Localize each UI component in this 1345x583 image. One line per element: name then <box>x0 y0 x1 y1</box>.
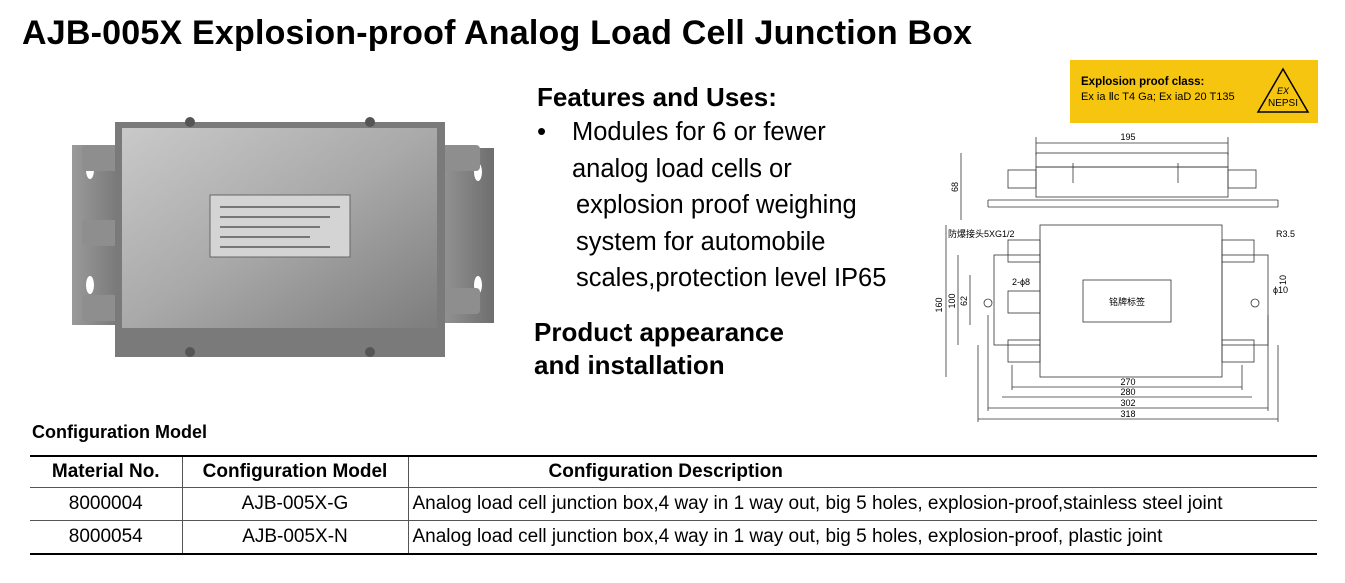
model-cell: AJB-005X-N <box>181 520 409 555</box>
config-heading: Configuration Model <box>32 422 207 442</box>
explosion-class-title: Explosion proof class: <box>1081 76 1205 88</box>
svg-text:270: 270 <box>1120 377 1135 387</box>
product-photo <box>72 117 494 357</box>
material-no-cell: 8000054 <box>30 520 183 555</box>
svg-text:NEPSI: NEPSI <box>1268 98 1298 109</box>
svg-text:160: 160 <box>934 297 944 312</box>
svg-text:铭牌标签: 铭牌标签 <box>1109 296 1145 307</box>
svg-text:R3.5: R3.5 <box>1276 229 1295 239</box>
svg-text:68: 68 <box>950 182 960 192</box>
svg-text:ϕ10: ϕ10 <box>1273 285 1288 295</box>
page-title: AJB-005X Explosion-proof Analog Load Cel… <box>22 14 973 52</box>
svg-text:302: 302 <box>1120 398 1135 408</box>
material-no-cell: 8000004 <box>30 487 183 521</box>
features-text: Modules for 6 or fewer analog load cells… <box>572 114 932 297</box>
features-heading: Features and Uses: <box>537 82 777 112</box>
table-row: 8000004 AJB-005X-G Analog load cell junc… <box>30 487 1317 521</box>
column-header: Material No. <box>30 455 183 488</box>
explosion-class-detail: Ex ia Ⅱc T4 Ga; Ex iaD 20 T135 <box>1081 91 1235 103</box>
svg-text:280: 280 <box>1120 387 1135 397</box>
feature-line: scales,protection level IP65 <box>576 264 887 292</box>
svg-text:10: 10 <box>1278 275 1288 285</box>
config-table: Material No. Configuration Model Configu… <box>30 455 1317 555</box>
appearance-line: Product appearance <box>534 317 784 347</box>
feature-line: Modules for 6 or fewer <box>572 118 826 146</box>
dimension-drawing: 195 68 铭牌标签 防爆接头5XG1/2 R3.5 2-ϕ8 10 ϕ10 … <box>934 132 1295 422</box>
appearance-line: and installation <box>534 350 725 380</box>
appearance-heading: Product appearance and installation <box>534 316 854 382</box>
svg-text:2-ϕ8: 2-ϕ8 <box>1012 277 1030 287</box>
model-cell: AJB-005X-G <box>181 487 409 521</box>
table-header-row: Material No. Configuration Model Configu… <box>30 455 1317 488</box>
feature-line: system for automobile <box>576 227 826 256</box>
description-cell: Analog load cell junction box,4 way in 1… <box>407 520 1317 555</box>
svg-text:318: 318 <box>1120 409 1135 419</box>
svg-text:195: 195 <box>1120 132 1135 142</box>
nepsi-logo: EX NEPSI <box>1256 67 1310 113</box>
column-header: Configuration Model <box>181 455 409 488</box>
table-row: 8000054 AJB-005X-N Analog load cell junc… <box>30 520 1317 555</box>
svg-text:EX: EX <box>1277 86 1290 96</box>
column-header: Configuration Description <box>407 455 1317 488</box>
svg-text:100: 100 <box>947 293 957 308</box>
feature-line: analog load cells or <box>572 154 792 183</box>
svg-text:防爆接头5XG1/2: 防爆接头5XG1/2 <box>948 228 1015 239</box>
svg-text:62: 62 <box>959 296 969 306</box>
feature-line: explosion proof weighing <box>576 191 857 219</box>
description-cell: Analog load cell junction box,4 way in 1… <box>407 487 1317 521</box>
bullet: • <box>537 116 547 146</box>
